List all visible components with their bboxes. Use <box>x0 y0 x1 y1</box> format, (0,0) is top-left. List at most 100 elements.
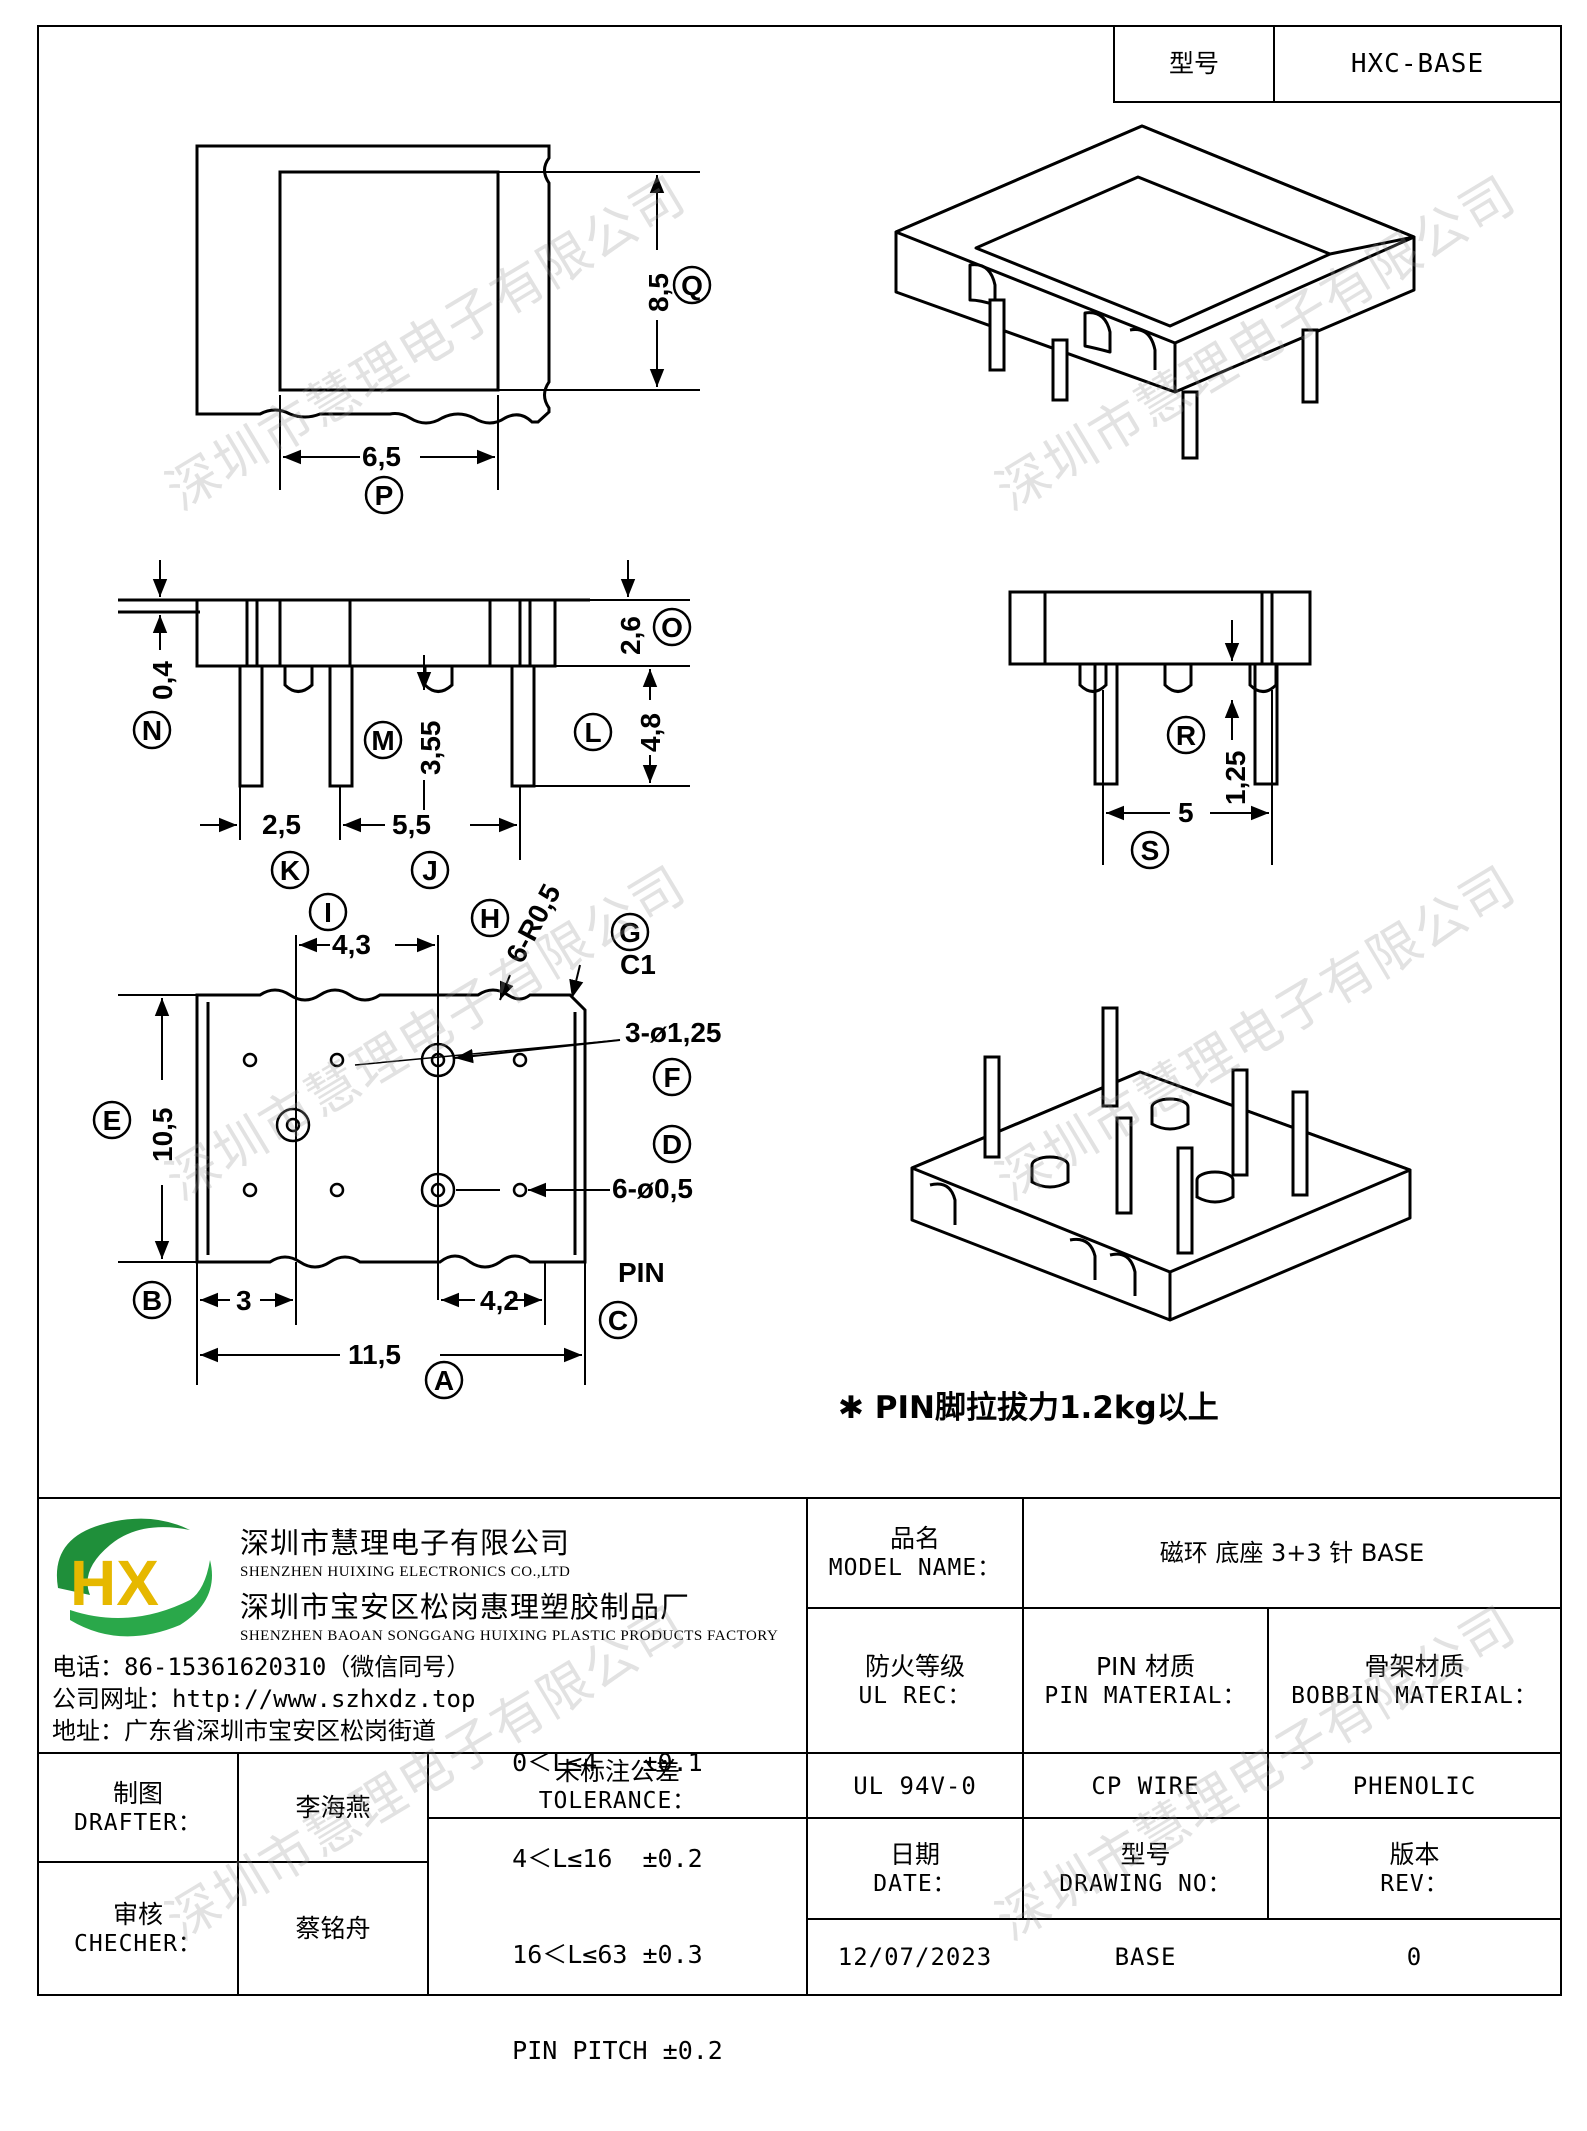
pin-label: PIN <box>618 1257 665 1288</box>
tolerance-label: 未标注公差 TOLERANCE： <box>428 1753 807 1818</box>
pin-material-cn: PIN 材质 <box>1095 1651 1196 1681</box>
drafter-label: 制图 DRAFTER： <box>38 1753 238 1862</box>
letter-o: O <box>652 607 692 647</box>
checker-label: 审核 CHECHER： <box>38 1862 238 1995</box>
svg-text:L: L <box>584 717 601 748</box>
checker-en: CHECHER： <box>74 1930 202 1957</box>
tolerance-list: 0＜L≤4 ±0.1 4＜L≤16 ±0.2 16＜L≤63 ±0.3 PIN … <box>428 1748 807 2065</box>
title-block-grid <box>38 1497 1561 1995</box>
dim-f: 3-ø1,25 <box>625 1017 722 1048</box>
dim-r: 1,25 <box>1220 751 1251 806</box>
company-logo: HX <box>56 1518 212 1637</box>
pin-material-en: PIN MATERIAL： <box>1044 1682 1247 1709</box>
bottom-view-dims <box>118 935 621 1385</box>
drawing-no-en: DRAWING NO： <box>1059 1870 1232 1897</box>
dim-s: 5 <box>1178 797 1194 828</box>
svg-text:K: K <box>280 855 300 886</box>
bobbin-material-en: BOBBIN MATERIAL： <box>1291 1682 1538 1709</box>
ul-rec-en: UL REC： <box>858 1682 972 1709</box>
svg-text:B: B <box>142 1285 162 1316</box>
tolerance-en: TOLERANCE： <box>538 1787 697 1814</box>
front-view <box>118 598 590 788</box>
svg-text:J: J <box>422 855 438 886</box>
ul-rec-label: 防火等级 UL REC： <box>807 1608 1023 1753</box>
tolerance-cn: 未标注公差 <box>554 1756 680 1786</box>
pin-material-value: CP WIRE <box>1091 1771 1200 1800</box>
letter-m: M <box>363 720 403 760</box>
date-cn: 日期 <box>889 1839 940 1869</box>
company-address: 地址：广东省深圳市宝安区松岗街道 <box>52 1717 436 1745</box>
letter-e: E <box>92 1100 132 1140</box>
tolerance-list-inner: 0＜L≤4 ±0.1 4＜L≤16 ±0.2 16＜L≤63 ±0.3 PIN … <box>512 1683 723 2131</box>
letter-c: C <box>598 1300 638 1340</box>
ul-rec-cn: 防火等级 <box>864 1651 965 1681</box>
bobbin-material-value: PHENOLIC <box>1352 1771 1477 1800</box>
dim-p: 6,5 <box>362 441 401 472</box>
logo-letters: HX <box>70 1547 159 1619</box>
tolerance-row-3: 16＜L≤63 ±0.3 <box>512 1939 703 1969</box>
iso-bottom-view <box>910 1070 1412 1322</box>
factory-name-cn: 深圳市宝安区松岗惠理塑胶制品厂 <box>240 1590 691 1624</box>
svg-text:I: I <box>324 897 332 928</box>
header-model-value: HXC-BASE <box>1350 48 1485 79</box>
checker-cn: 审核 <box>112 1899 163 1929</box>
iso-bottom-pins <box>983 1006 1309 1255</box>
checker-name: 蔡铭舟 <box>295 1913 371 1943</box>
side-view <box>1008 590 1312 786</box>
letter-q: Q <box>672 265 712 305</box>
letter-i: I <box>308 892 348 932</box>
letter-p: P <box>364 475 404 515</box>
svg-text:H: H <box>480 903 500 934</box>
svg-text:P: P <box>375 480 394 511</box>
dim-g: C1 <box>620 949 656 980</box>
svg-text:D: D <box>662 1129 682 1160</box>
dim-o: 2,6 <box>615 616 646 655</box>
letter-n: N <box>132 710 172 750</box>
svg-text:N: N <box>142 715 162 746</box>
dim-b: 3 <box>236 1285 252 1316</box>
model-name-cn: 品名 <box>889 1524 940 1553</box>
bobbin-material-cn: 骨架材质 <box>1364 1651 1465 1681</box>
company-phone: 电话：86-15361620310（微信同号） <box>52 1653 471 1681</box>
rev-label: 版本 REV： <box>1268 1818 1561 1919</box>
dim-n: 0,4 <box>147 661 178 700</box>
dim-k: 2,5 <box>262 809 301 840</box>
outer-frame <box>37 25 1562 1996</box>
dim-l: 4,8 <box>635 713 666 752</box>
iso-top-view <box>894 124 1416 394</box>
header-box <box>1113 25 1562 103</box>
tolerance-row-1: 0＜L≤4 ±0.1 <box>512 1747 703 1777</box>
model-name-label: 品名 MODEL NAME： <box>807 1498 1023 1608</box>
letter-g: G <box>610 912 650 952</box>
bobbin-material-label: 骨架材质 BOBBIN MATERIAL： <box>1268 1608 1561 1753</box>
drawing-no-cn: 型号 <box>1120 1839 1171 1869</box>
pin-material-label: PIN 材质 PIN MATERIAL： <box>1023 1608 1268 1753</box>
ul-rec-value: UL 94V-0 <box>853 1771 977 1800</box>
model-name-en: MODEL NAME： <box>828 1555 1002 1582</box>
svg-text:O: O <box>661 612 683 643</box>
top-view-dims <box>279 171 700 490</box>
letter-h: H <box>470 898 510 938</box>
dim-q: 8,5 <box>643 273 674 312</box>
dim-m: 3,55 <box>415 721 446 776</box>
drafter-en: DRAFTER： <box>74 1809 202 1836</box>
dim-d: 6-ø0,5 <box>612 1173 693 1204</box>
drawing-sheet: 6,5 8,5 2,6 4,8 0,4 3,55 2,5 5,5 1,25 5 … <box>37 25 1562 2065</box>
drawing-svg: 6,5 8,5 2,6 4,8 0,4 3,55 2,5 5,5 1,25 5 … <box>37 25 1562 1996</box>
dim-e: 10,5 <box>147 1108 178 1163</box>
factory-name-en: SHENZHEN BAOAN SONGGANG HUIXING PLASTIC … <box>240 1628 779 1644</box>
side-view-dims <box>1102 620 1273 865</box>
svg-text:R: R <box>1176 720 1196 751</box>
dim-i: 4,3 <box>332 929 371 960</box>
letter-l: L <box>573 712 613 752</box>
svg-text:E: E <box>103 1105 122 1136</box>
company-website: 公司网址：http://www.szhxdz.top <box>52 1685 476 1713</box>
dim-c: 4,2 <box>480 1285 519 1316</box>
drawing-no-value: BASE <box>1114 1943 1177 1971</box>
tolerance-row-2: 4＜L≤16 ±0.2 <box>512 1843 703 1873</box>
letter-s: S <box>1130 830 1170 870</box>
header-model-label: 型号 <box>1168 49 1219 79</box>
svg-text:G: G <box>619 917 641 948</box>
letter-k: K <box>270 850 310 890</box>
date-en: DATE： <box>873 1870 957 1897</box>
